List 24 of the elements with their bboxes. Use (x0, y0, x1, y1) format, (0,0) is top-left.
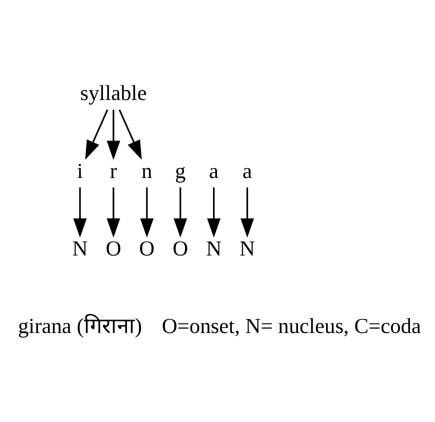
node-text: i (77, 158, 83, 182)
arrow (118, 108, 142, 160)
node-text: r (110, 158, 118, 182)
node-text: a (209, 158, 219, 182)
arrow (73, 186, 87, 238)
arrow (140, 186, 154, 238)
node-text: O (172, 236, 188, 260)
arrow (85, 108, 108, 160)
node-text: N (240, 236, 256, 260)
node-text: N (72, 236, 88, 260)
node-text: N (206, 236, 222, 260)
node-text: syllable (80, 80, 147, 105)
arrow (106, 186, 120, 238)
node-text: a (242, 158, 252, 182)
node-text: n (142, 158, 152, 182)
node-text: O (106, 236, 122, 260)
label: O=onset, N= nucleus, C=coda (162, 314, 422, 338)
node-text: O (139, 236, 155, 260)
arrow (174, 186, 188, 238)
arrow (240, 186, 254, 238)
node-text: g (175, 158, 186, 182)
arrow (106, 109, 120, 160)
label: girana (गिराना) (18, 314, 142, 338)
arrow (207, 186, 221, 238)
